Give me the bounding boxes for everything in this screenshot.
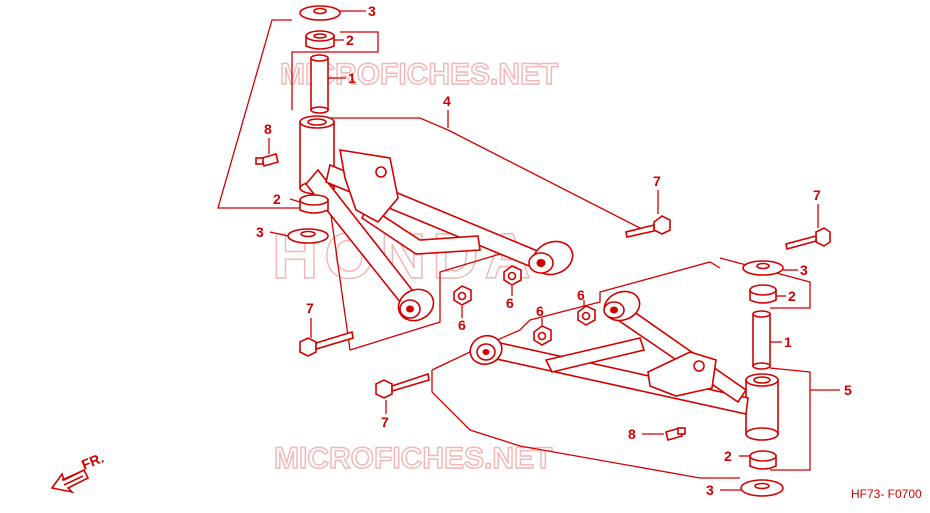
callout-2-top: 2 [346,32,354,48]
callout-6-a: 6 [458,317,466,333]
nut-6-b [503,265,522,286]
diagram-code: HF73- F0700 [851,487,922,501]
callout-2-bottom: 2 [724,448,732,464]
callout-1-top: 1 [348,70,356,86]
callout-2-right: 2 [788,288,796,304]
callout-6-c: 6 [536,303,544,319]
front-label: FR. [79,449,106,472]
callout-8-bottom: 8 [628,426,636,442]
callout-6-b: 6 [506,295,514,311]
callout-8-top: 8 [264,121,272,137]
callout-7-left: 7 [306,300,314,316]
front-arrow-icon [50,468,90,494]
callout-7-bottom: 7 [381,414,389,430]
watermark-site-bottom: MICROFICHES.NET [274,442,552,475]
upper-arm-group [217,5,671,357]
nut-6-d [577,305,596,326]
callout-3-bottom: 3 [706,482,714,498]
callout-leaders [268,10,819,491]
callout-7-right: 7 [813,187,821,203]
nut-6-a [453,285,472,306]
callout-1-right: 1 [784,334,792,350]
callout-4: 4 [443,93,451,109]
callout-5: 5 [844,382,852,398]
callout-7-center: 7 [653,173,661,189]
callout-3-right: 3 [800,262,808,278]
callout-2-upper-left: 2 [273,191,281,207]
callout-3-upper-left: 3 [256,224,264,240]
callout-3-top: 3 [368,3,376,19]
callout-6-d: 6 [577,287,585,303]
nut-6-c [533,325,552,346]
